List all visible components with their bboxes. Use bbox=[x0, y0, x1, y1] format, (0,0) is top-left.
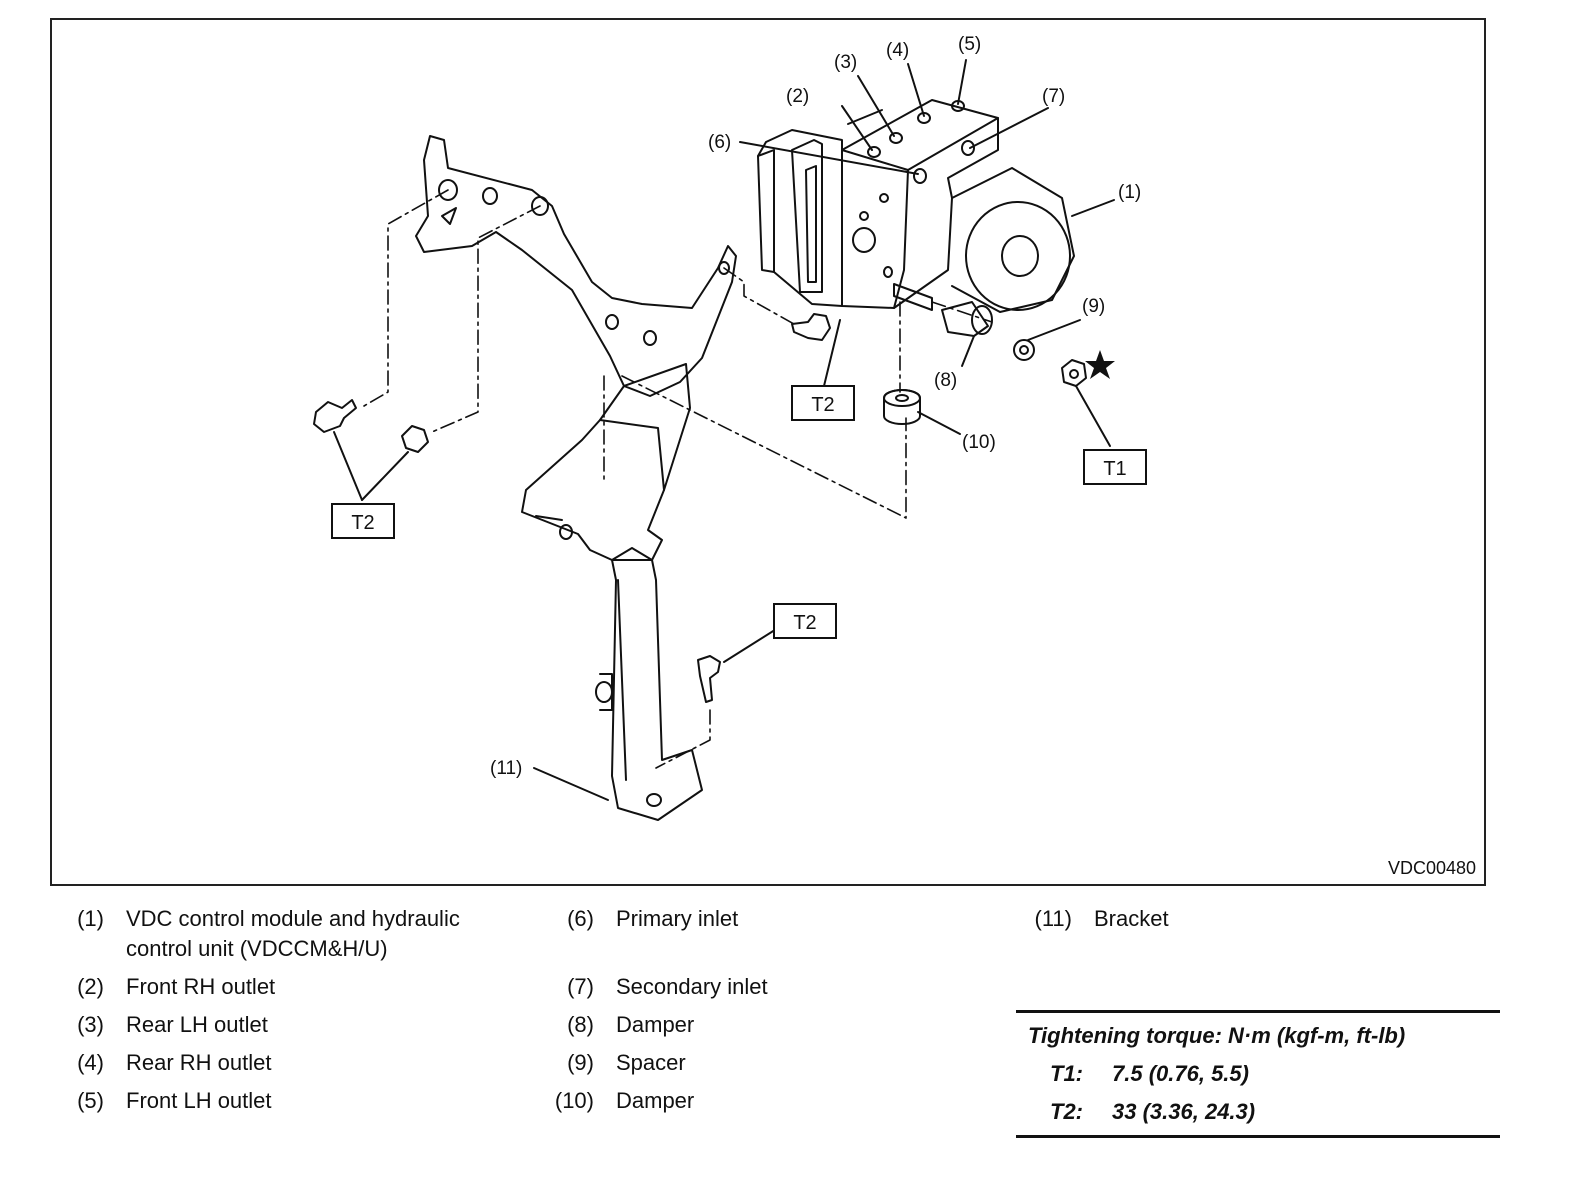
callout-9: (9) bbox=[1082, 296, 1105, 317]
torque-key: T1: bbox=[1050, 1061, 1083, 1086]
bracket-leg bbox=[611, 547, 703, 821]
legend-text: Primary inlet bbox=[616, 906, 739, 931]
callout-4: (4) bbox=[886, 40, 909, 61]
callout-5: (5) bbox=[958, 34, 981, 55]
legend-text: Rear RH outlet bbox=[126, 1050, 272, 1075]
torque-box-t2-left bbox=[331, 503, 395, 539]
legend-text: control unit (VDCCM&H/U) bbox=[126, 936, 388, 961]
callout-7: (7) bbox=[1042, 86, 1065, 107]
legend-number: (7) bbox=[567, 974, 594, 999]
legend-number: (4) bbox=[77, 1050, 104, 1075]
callout-1: (1) bbox=[1118, 182, 1141, 203]
figure-code: VDC00480 bbox=[1387, 858, 1476, 878]
callout-10: (10) bbox=[962, 432, 996, 453]
legend-text: Spacer bbox=[616, 1050, 686, 1075]
bolt-lower bbox=[697, 655, 721, 703]
star-icon bbox=[1085, 350, 1115, 379]
bracket-lower bbox=[521, 363, 691, 561]
torque-box-t1 bbox=[1083, 449, 1147, 485]
legend-column-3: (11) Bracket bbox=[1028, 904, 1328, 944]
legend-text: Bracket bbox=[1094, 906, 1169, 931]
callout-3: (3) bbox=[834, 52, 857, 73]
torque-heading-text: Tightening torque: N·m (kgf-m, ft-lb) bbox=[1028, 1023, 1406, 1048]
torque-box-label: T2 bbox=[793, 612, 816, 634]
exploded-view-drawing: T2 T2 T2 T1 (1) (2) (3) (4) (5) (6) (7) … bbox=[313, 34, 1147, 821]
bolt-upper bbox=[791, 313, 831, 341]
diagram-frame: T2 T2 T2 T1 (1) (2) (3) (4) (5) (6) (7) … bbox=[50, 18, 1486, 886]
torque-row: T2: 33 (3.36, 24.3) bbox=[1016, 1093, 1500, 1131]
torque-box-label: T2 bbox=[811, 394, 834, 416]
legend-number: (11) bbox=[1034, 906, 1073, 931]
torque-value: 33 (3.36, 24.3) bbox=[1112, 1099, 1256, 1124]
callout-6: (6) bbox=[708, 132, 731, 153]
legend-text: Rear LH outlet bbox=[126, 1012, 268, 1037]
bracket-upper bbox=[415, 135, 737, 397]
legend-number: (2) bbox=[77, 974, 104, 999]
spacer-9 bbox=[1013, 339, 1035, 361]
callout-11: (11) bbox=[490, 758, 522, 779]
legend-column-2: (6) Primary inlet (7) Secondary inlet (8… bbox=[550, 904, 850, 1124]
legend-number: (8) bbox=[567, 1012, 594, 1037]
callout-2: (2) bbox=[786, 86, 809, 107]
damper-8 bbox=[941, 301, 989, 337]
legend-column-1: (1) VDC control module and hydraulic con… bbox=[60, 904, 520, 1113]
control-module bbox=[757, 129, 843, 307]
legend-text: Front LH outlet bbox=[126, 1088, 272, 1113]
legend-number: (3) bbox=[77, 1012, 104, 1037]
pump-motor bbox=[951, 167, 1075, 313]
legend-number: (5) bbox=[77, 1088, 104, 1113]
legend-text: Damper bbox=[616, 1088, 695, 1113]
torque-box-t2-upper bbox=[791, 385, 855, 421]
torque-value: 7.5 (0.76, 5.5) bbox=[1112, 1061, 1249, 1086]
legend-text: Front RH outlet bbox=[126, 974, 276, 999]
torque-box-label: T1 bbox=[1103, 458, 1126, 480]
bolt-upper-left bbox=[313, 399, 357, 433]
legend-text: Secondary inlet bbox=[616, 974, 768, 999]
torque-box-t2-lower bbox=[773, 603, 837, 639]
legend-number: (9) bbox=[567, 1050, 594, 1075]
torque-box-label: T2 bbox=[351, 512, 374, 534]
legend-text: Damper bbox=[616, 1012, 695, 1037]
legend-text: VDC control module and hydraulic bbox=[126, 906, 460, 931]
hydraulic-unit-block bbox=[841, 99, 999, 309]
nut-t1 bbox=[1061, 359, 1087, 387]
callout-8: (8) bbox=[934, 370, 957, 391]
torque-heading: Tightening torque: N·m (kgf-m, ft-lb) bbox=[1016, 1017, 1500, 1055]
legend-number: (1) bbox=[77, 906, 104, 931]
legend-number: (6) bbox=[567, 906, 594, 931]
torque-row: T1: 7.5 (0.76, 5.5) bbox=[1016, 1055, 1500, 1093]
nut-left bbox=[401, 425, 429, 453]
torque-table: Tightening torque: N·m (kgf-m, ft-lb) T1… bbox=[1016, 1010, 1500, 1138]
legend-number: (10) bbox=[554, 1088, 594, 1113]
torque-key: T2: bbox=[1050, 1099, 1083, 1124]
